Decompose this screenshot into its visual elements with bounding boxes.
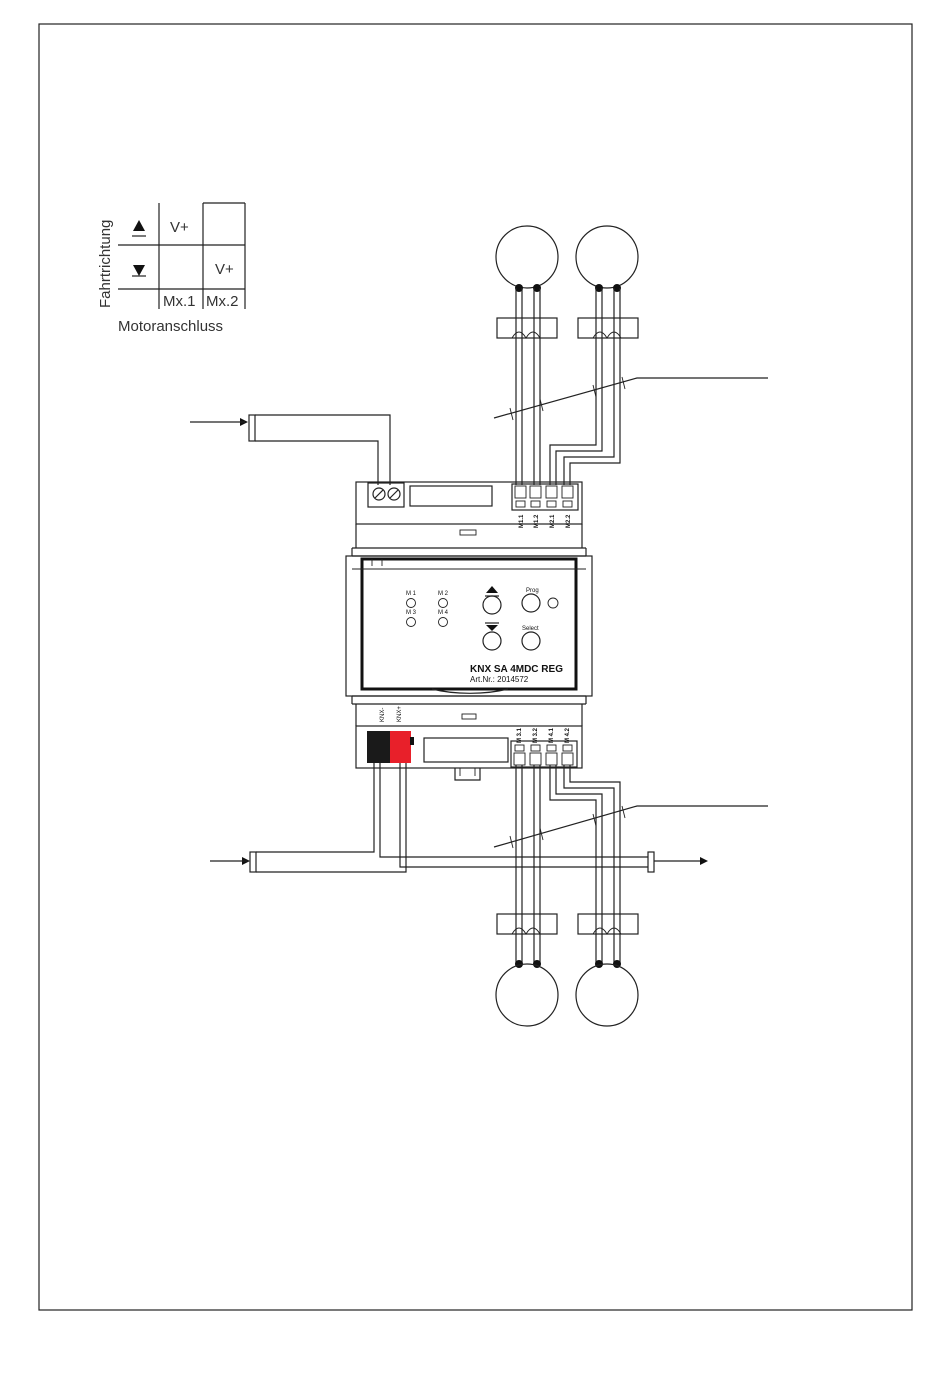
- knx-plus-terminal: [390, 731, 411, 763]
- legend-col-1: Mx.1: [163, 293, 196, 310]
- led-m4: [439, 618, 448, 627]
- down-arrow-icon: [133, 265, 145, 276]
- legend-cell-down: V+: [215, 261, 234, 278]
- terminal-m1-1: M1.1: [519, 514, 525, 528]
- led-label-m1: M 1: [406, 591, 417, 597]
- down-arrow-icon: [486, 625, 498, 631]
- terminal-m3-1: M 3.1: [517, 727, 523, 743]
- prog-led: [548, 598, 558, 608]
- knx-actuator-device: M1.1 M1.2 M2.1 M2.2 M 1 M 2 M 3 M 4 Prog…: [346, 482, 592, 780]
- terminal-m2-2: M2.2: [566, 514, 572, 528]
- up-arrow-icon: [133, 220, 145, 231]
- knx-plus-label: KNX+: [397, 706, 403, 722]
- terminal-m4-2: M 4.2: [565, 727, 571, 743]
- terminal-m1-2: M1.2: [534, 514, 540, 528]
- led-m3: [407, 618, 416, 627]
- terminal-m4-1: M 4.1: [549, 727, 555, 743]
- led-label-m2: M 2: [438, 591, 449, 597]
- up-arrow-icon: [486, 586, 498, 593]
- led-m1: [407, 599, 416, 608]
- legend-col-2: Mx.2: [206, 293, 239, 310]
- motor-m2: [550, 226, 638, 485]
- motor-m1: [496, 226, 558, 485]
- top-cable-line: [494, 378, 768, 418]
- led-m2: [439, 599, 448, 608]
- legend-cell-up: V+: [170, 219, 189, 236]
- legend-row-axis: Fahrtrichtung: [97, 220, 114, 308]
- product-name: KNX SA 4MDC REG: [470, 664, 563, 675]
- article-number: Art.Nr.: 2014572: [470, 675, 529, 684]
- led-label-m4: M 4: [438, 610, 449, 616]
- legend-col-axis: Motoranschluss: [118, 318, 223, 335]
- led-label-m3: M 3: [406, 610, 417, 616]
- select-label: Select: [522, 626, 539, 632]
- select-button[interactable]: [522, 632, 540, 650]
- knx-minus-label: KNX-: [380, 708, 386, 722]
- legend-table: V+ V+ Mx.1 Mx.2 Motoranschluss Fahrtrich…: [97, 203, 245, 335]
- up-button[interactable]: [483, 596, 501, 614]
- knx-minus-terminal: [367, 731, 390, 763]
- bottom-cable-line: [494, 806, 768, 847]
- motor-m3: [496, 765, 558, 1026]
- prog-label: Prog: [526, 588, 539, 594]
- prog-button[interactable]: [522, 594, 540, 612]
- motor-m4: [550, 765, 638, 1026]
- terminal-m2-1: M2.1: [550, 514, 556, 528]
- down-button[interactable]: [483, 632, 501, 650]
- terminal-m3-2: M 3.2: [533, 727, 539, 743]
